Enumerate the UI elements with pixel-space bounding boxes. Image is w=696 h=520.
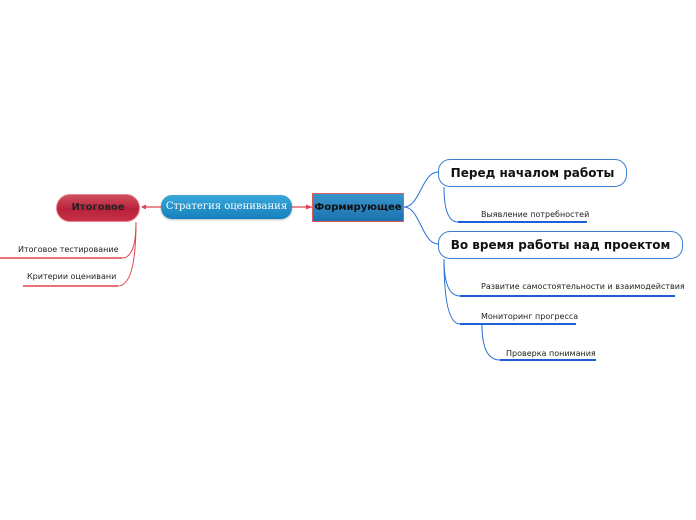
final-testing-topic[interactable]: Итоговое тестирование [18,245,119,254]
link-during-razv [443,258,461,297]
link-summative-krit [117,221,137,287]
link-summative-test [121,221,137,259]
before-work-topic[interactable]: Перед началом работы [438,159,627,187]
needs-identification-topic[interactable]: Выявление потребностей [481,210,590,219]
independence-development-topic[interactable]: Развитие самостоятельности и взаимодейст… [481,282,685,291]
during-work-topic[interactable]: Во время работы над проектом [438,231,683,259]
formative-topic[interactable]: Формирующее [312,193,404,222]
evaluation-criteria-topic[interactable]: Критерии оценивани [27,272,117,281]
summative-topic[interactable]: Итоговое [56,194,140,222]
link-arrow-formative [306,204,312,210]
link-arrow-summative [141,204,146,210]
link-formative-during [403,206,439,245]
link-formative-before [403,171,439,208]
link-monit-prov [481,324,501,361]
link-before-vyyav [443,186,459,223]
link-during-monit [443,258,461,325]
understanding-check-topic[interactable]: Проверка понимания [506,349,596,358]
central-topic[interactable]: Стратегия оценивания [161,195,292,219]
progress-monitoring-topic[interactable]: Мониторинг прогресса [481,312,579,321]
